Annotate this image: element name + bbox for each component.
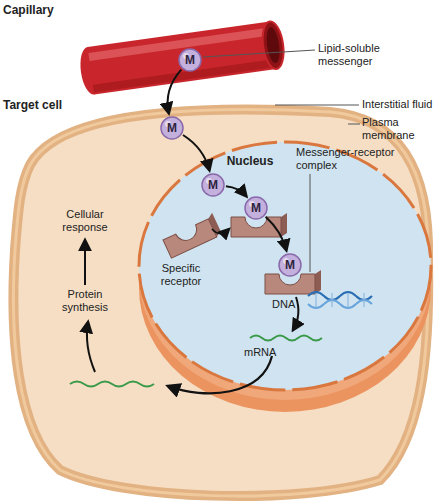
- flow-arrow: [183, 135, 209, 170]
- molecule-label: M: [167, 122, 177, 134]
- molecule-circle: [179, 49, 201, 71]
- molecule-label: M: [208, 179, 218, 191]
- callout-label: Protein synthesis: [48, 288, 122, 314]
- messenger-molecule: M: [160, 116, 184, 140]
- molecule-circle: [161, 117, 183, 139]
- callout-label: Interstitial fluid: [362, 98, 445, 111]
- tube-lumen: [265, 27, 282, 64]
- molecule-label: M: [251, 202, 261, 214]
- flow-arrow: [226, 186, 247, 196]
- molecule-circle: [279, 254, 301, 276]
- callout-label: Cellular response: [48, 208, 122, 234]
- node-heading: Nucleus: [205, 154, 295, 168]
- molecule-label: M: [285, 259, 295, 271]
- tube-body: [88, 21, 277, 94]
- molecule-circle: [202, 174, 224, 196]
- node-heading: Target cell: [3, 98, 93, 112]
- callout-label: Lipid-soluble messenger: [318, 42, 408, 68]
- messenger-molecule: M: [278, 253, 302, 277]
- messenger-molecule: M: [201, 173, 225, 197]
- callout-label: DNA: [272, 298, 302, 311]
- flow-arrow: [168, 70, 182, 114]
- callout-label: mRNA: [244, 346, 284, 359]
- nuclear-envelope: [139, 142, 431, 390]
- capillary-tube: [78, 20, 287, 96]
- flow-arrow: [266, 217, 287, 251]
- capillary-vessel: CapillaryM: [0, 0, 300, 100]
- callout-label: Specific receptor: [150, 262, 212, 288]
- messenger-molecule: M: [244, 196, 268, 220]
- callout-label: Plasma membrane: [362, 116, 432, 142]
- molecule-label: M: [185, 54, 195, 66]
- messenger-molecule: M: [178, 48, 202, 72]
- callout-label: Messenger-receptor complex: [296, 146, 408, 172]
- node-heading: Capillary: [3, 3, 93, 17]
- tube-opening: [260, 20, 286, 70]
- molecule-circle: [245, 197, 267, 219]
